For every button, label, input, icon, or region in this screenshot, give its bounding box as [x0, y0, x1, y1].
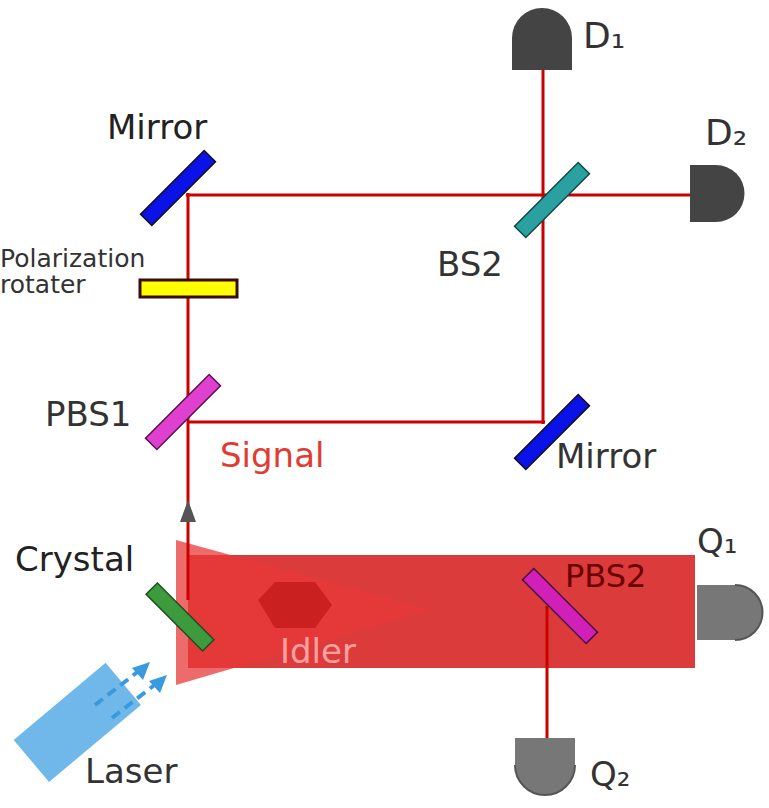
idler-cone	[176, 540, 430, 685]
beam-label: Idler	[280, 632, 356, 671]
component-label: PBS1	[45, 395, 131, 434]
crystal	[146, 583, 214, 651]
component-label: Crystal	[15, 540, 134, 579]
direction-arrow	[180, 500, 196, 522]
component-label: Mirror	[107, 108, 207, 147]
polarization-rotator	[140, 280, 237, 297]
pump-arrows	[95, 670, 157, 718]
detector	[512, 8, 572, 70]
detector	[697, 585, 763, 640]
detector-label: D₁	[583, 15, 625, 56]
component-label: Mirror	[556, 437, 656, 476]
signal-beams	[186, 68, 690, 740]
component-label: Laser	[85, 752, 177, 791]
idler-hexagon	[258, 582, 332, 628]
component-label: PBS2	[565, 558, 646, 595]
mirror	[141, 151, 216, 226]
beam-splitter	[515, 163, 590, 238]
polarizing-beam-splitter	[146, 375, 221, 450]
detector-label: Q₁	[697, 522, 737, 561]
component-label: Polarization rotater	[0, 246, 182, 299]
detector-label: D₂	[705, 112, 747, 153]
beam-label: Signal	[220, 436, 324, 475]
detector	[515, 738, 575, 795]
component-label: BS2	[437, 245, 503, 284]
detector	[690, 165, 745, 222]
pump-arrowhead	[132, 662, 150, 680]
detector-label: Q₂	[590, 755, 630, 794]
pump-arrowhead	[149, 675, 167, 693]
